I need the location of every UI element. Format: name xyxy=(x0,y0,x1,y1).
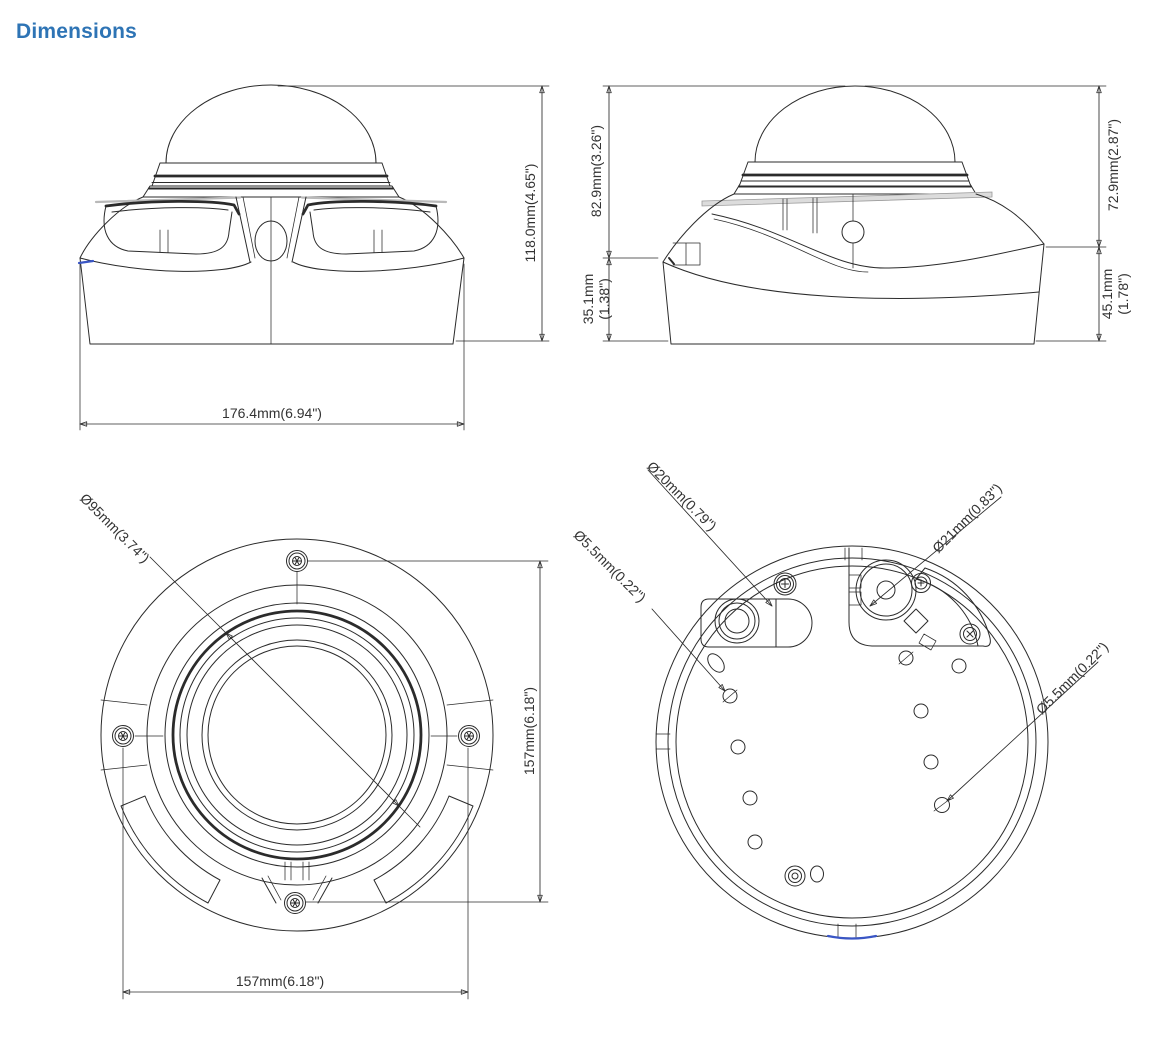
rear-mounting-holes xyxy=(722,650,967,887)
side-view: 82.9mm(3.26") 35.1mm (1.38") 72.9mm(2.87… xyxy=(580,85,1131,345)
side-left-upper-label: 82.9mm(3.26") xyxy=(588,125,604,217)
front-center-column xyxy=(235,196,307,345)
rear-screw-c xyxy=(959,623,981,645)
rear-left-screw-hole-label: Ø5.5mm(0.22") xyxy=(571,527,650,606)
bottom-face-view: Ø95mm(3.74") 157mm(6.18") 157mm(6.18") xyxy=(77,490,549,1000)
front-blue-mark xyxy=(77,259,95,265)
side-right-dimensions: 72.9mm(2.87") 45.1mm (1.78") xyxy=(864,85,1131,342)
rear-blue-mark xyxy=(826,934,878,940)
front-shoulders xyxy=(79,196,465,272)
bottom-width-dimension: 157mm(6.18") xyxy=(122,747,469,1000)
rear-right-screw-hole-label: Ø5.5mm(0.22") xyxy=(1033,639,1112,718)
front-width-label: 176.4mm(6.94") xyxy=(222,405,322,421)
rear-left-5-5-hole xyxy=(722,688,738,704)
rear-screw-b xyxy=(911,573,931,593)
front-width-dimension: 176.4mm(6.94") xyxy=(79,263,465,431)
rear-top-sector-outline xyxy=(848,547,984,647)
bottom-width-label: 157mm(6.18") xyxy=(236,973,324,989)
bottom-face-wings xyxy=(120,795,474,904)
front-body xyxy=(77,257,465,345)
rear-cable-gland-callout: Ø20mm(0.79") xyxy=(644,458,773,607)
side-right-lower-label-mm: 45.1mm xyxy=(1099,269,1115,320)
rear-right-screw-hole-callout: Ø5.5mm(0.22") xyxy=(946,639,1112,802)
side-left-dimensions: 82.9mm(3.26") 35.1mm (1.38") xyxy=(580,85,846,342)
rear-conduit-label: Ø21mm(0.83") xyxy=(929,480,1005,556)
rear-left-screw-hole-callout: Ø5.5mm(0.22") xyxy=(571,527,726,692)
rear-conduit-assembly xyxy=(848,559,991,651)
rear-rim xyxy=(655,545,1049,940)
rear-view: Ø20mm(0.79") Ø5.5mm(0.22") Ø21mm(0.83") … xyxy=(571,458,1112,940)
front-height-dimension: 118.0mm(4.65") xyxy=(277,85,550,342)
front-right-window xyxy=(301,199,439,255)
side-body xyxy=(662,191,1045,345)
rear-cable-gland-label: Ø20mm(0.79") xyxy=(644,458,720,534)
front-dome xyxy=(142,84,400,198)
rear-conduit-callout: Ø21mm(0.83") xyxy=(869,480,1005,607)
bottom-height-label: 157mm(6.18") xyxy=(521,687,537,775)
side-right-upper-label: 72.9mm(2.87") xyxy=(1105,119,1121,211)
side-dome xyxy=(733,85,977,195)
bottom-height-dimension: 157mm(6.18") xyxy=(305,560,549,903)
bottom-dome-diameter-dimension: Ø95mm(3.74") xyxy=(77,490,421,828)
front-left-window xyxy=(103,199,241,255)
side-left-lower-label-mm: 35.1mm xyxy=(580,274,596,325)
rear-cable-gland xyxy=(700,572,813,673)
side-right-lower-label-in: (1.78") xyxy=(1115,273,1131,315)
bottom-face-screws xyxy=(112,550,480,914)
side-left-lower-label-in: (1.38") xyxy=(596,278,612,320)
page-title: Dimensions xyxy=(16,20,138,43)
rear-bottom-screw xyxy=(784,865,806,887)
bottom-dome-diameter-label: Ø95mm(3.74") xyxy=(77,490,153,566)
front-height-label: 118.0mm(4.65") xyxy=(522,164,538,263)
front-view: 176.4mm(6.94") 118.0mm(4.65") xyxy=(77,84,550,431)
rear-screw-a xyxy=(773,572,797,596)
rear-right-5-5-hole xyxy=(934,797,950,813)
